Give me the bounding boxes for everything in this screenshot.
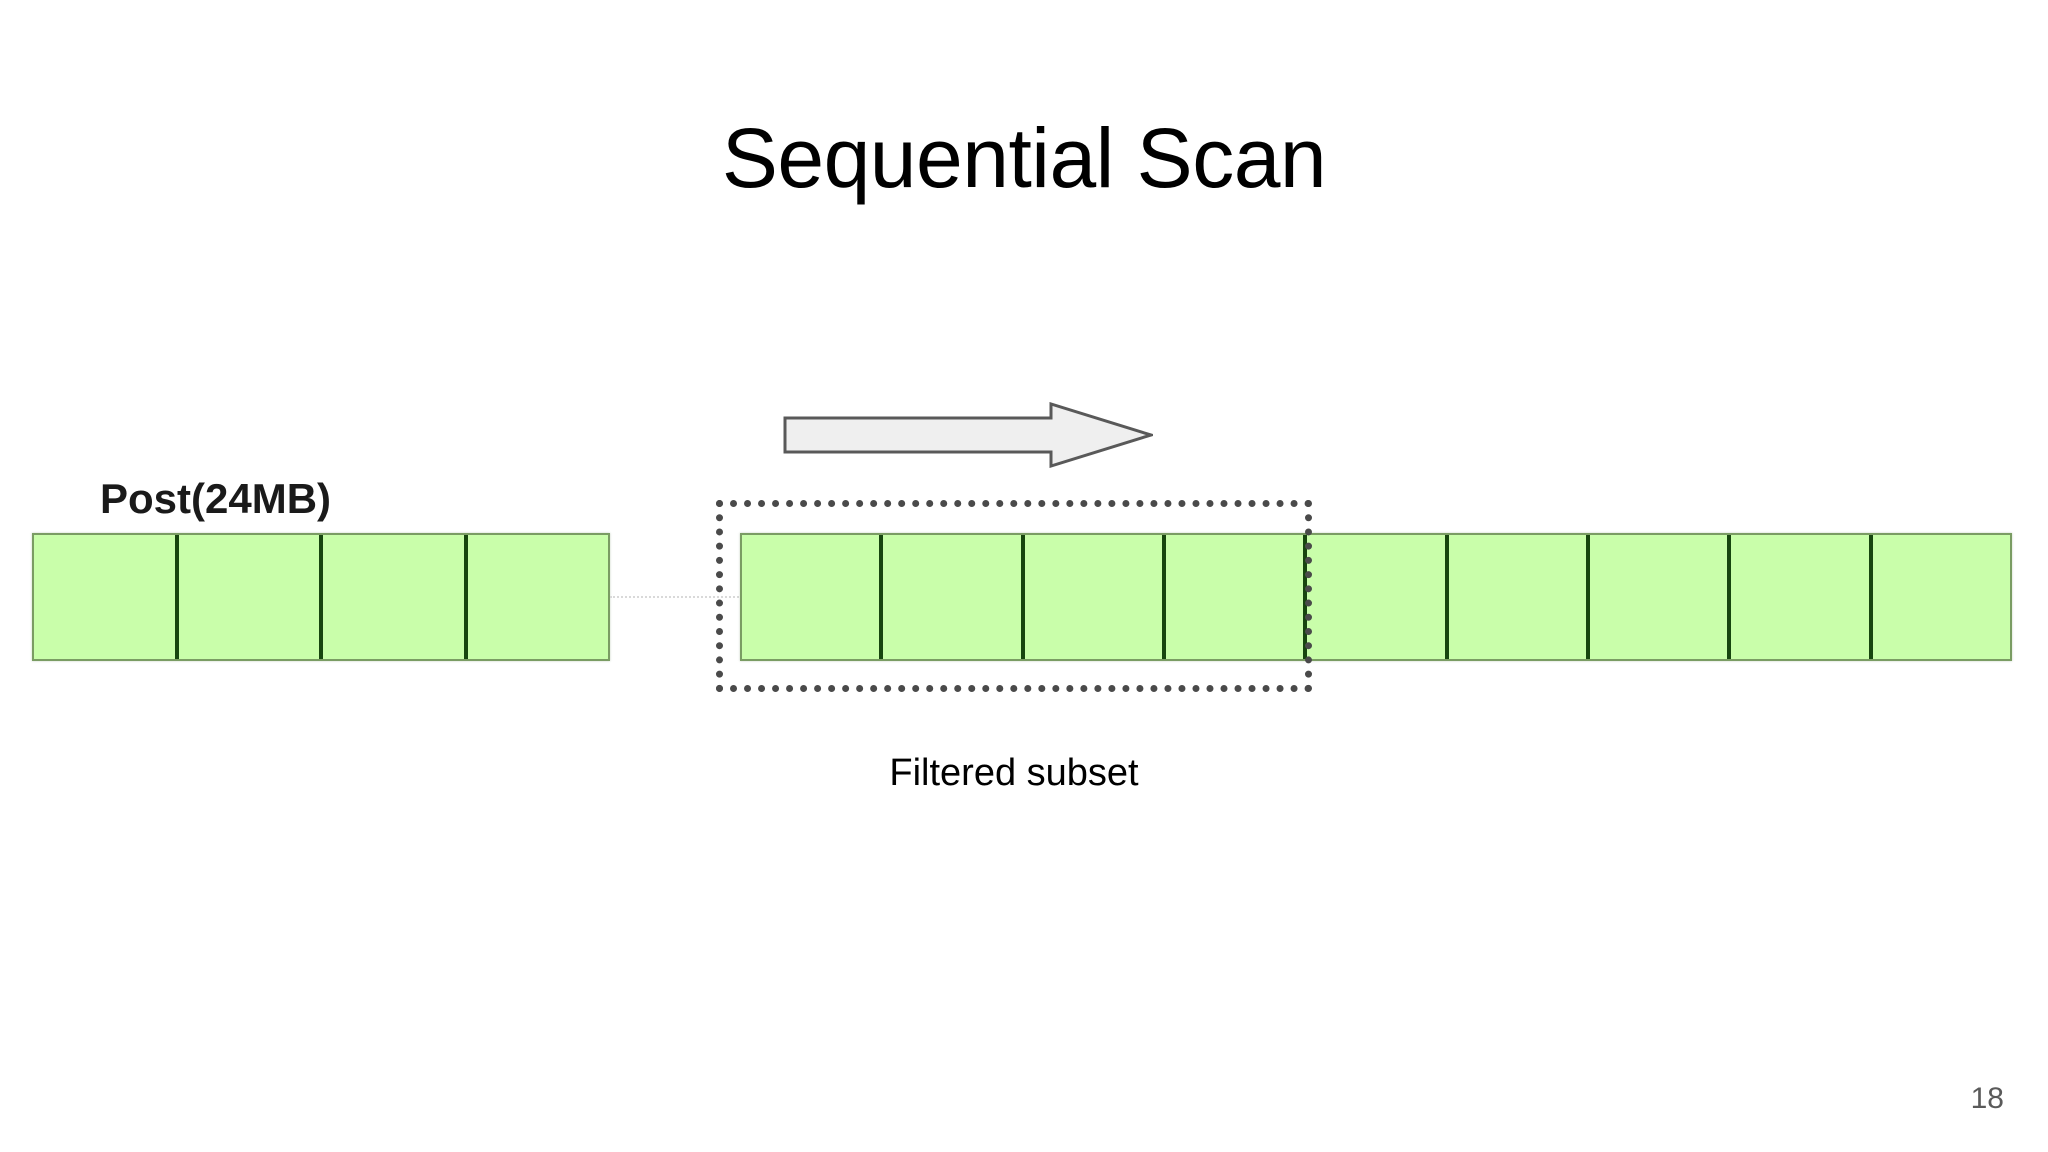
block-cell <box>323 535 468 659</box>
left-block-strip <box>32 533 610 661</box>
right-block-strip <box>740 533 2012 661</box>
arrow-polygon <box>783 402 1153 468</box>
block-cell <box>1731 535 1873 659</box>
scan-direction-arrow-shape <box>783 402 1153 468</box>
page-title: Sequential Scan <box>721 111 1327 205</box>
block-cell <box>467 535 608 659</box>
block-cell <box>883 535 1025 659</box>
dotted-connector-line <box>610 596 742 598</box>
block-cell <box>34 535 179 659</box>
block-cell <box>1872 535 2010 659</box>
scan-direction-arrow <box>783 402 1153 468</box>
block-cell <box>1307 535 1449 659</box>
block-cell <box>1448 535 1590 659</box>
post-size-label: Post(24MB) <box>100 475 332 522</box>
block-cell <box>1024 535 1166 659</box>
page-number: 18 <box>1970 1082 2004 1115</box>
block-cell <box>178 535 323 659</box>
block-cell <box>1165 535 1308 659</box>
block-cell <box>1589 535 1732 659</box>
block-cell <box>742 535 884 659</box>
filtered-subset-label: Filtered subset <box>889 752 1139 794</box>
